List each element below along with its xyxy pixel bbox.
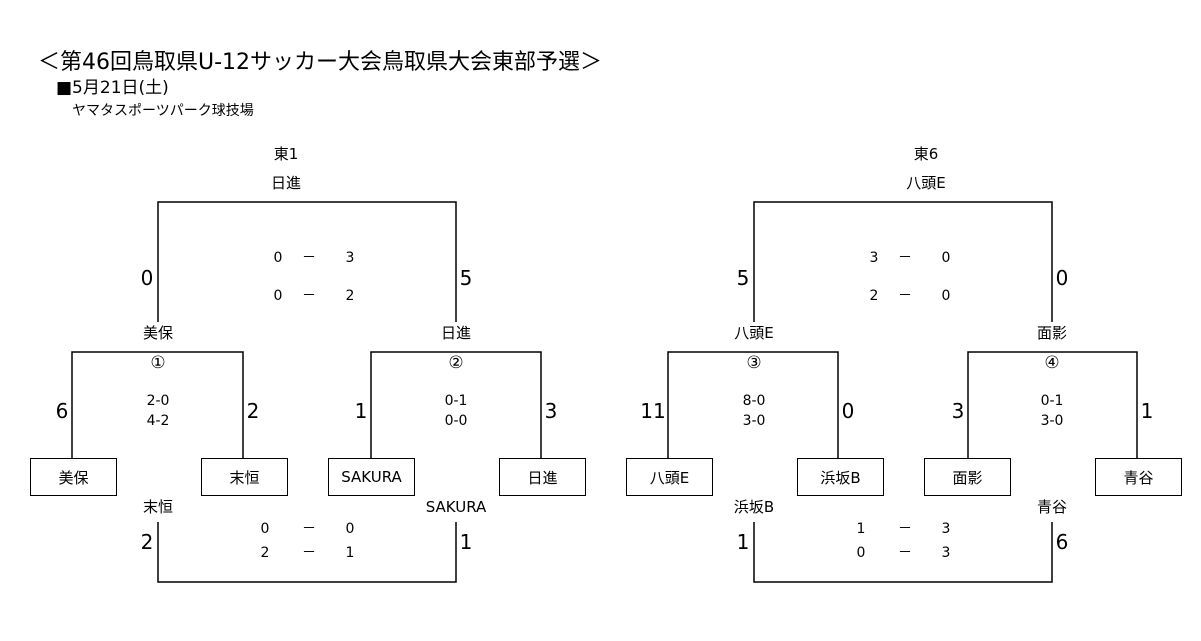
right-third-right-score: 6 [1055, 530, 1069, 554]
event-date: ■5月21日(土) [56, 78, 169, 98]
match1-mark: ① [150, 353, 166, 373]
match3-result-2: 3-0 [742, 413, 766, 429]
left-third-left-team: 末恒 [142, 498, 174, 516]
right-final-right-score: 0 [1055, 266, 1069, 290]
right-third-bracket-line [753, 522, 1053, 583]
match2-left-score: 1 [354, 399, 368, 423]
left-final-bracket-line [157, 201, 457, 322]
right-final-s2-b: 0 [941, 288, 951, 304]
match4-bracket-line [967, 351, 1138, 458]
left-third-bracket-line [157, 522, 457, 583]
right-third-left-score: 1 [736, 530, 750, 554]
left-third-s2-b: 1 [345, 545, 355, 561]
left-final-left-score: 0 [140, 266, 154, 290]
left-final-s2-a: 0 [273, 288, 283, 304]
match4-left-score: 3 [951, 399, 965, 423]
match3-result-1: 8-0 [742, 393, 766, 409]
left-final-s1-a: 0 [273, 250, 283, 266]
right-final-left-score: 5 [736, 266, 750, 290]
right-final-s1-b: 0 [941, 250, 951, 266]
match3-left-score: 11 [640, 399, 666, 423]
match1-bracket-line [71, 351, 244, 458]
right-final-s2-a: 2 [869, 288, 879, 304]
match4-result-2: 3-0 [1040, 413, 1064, 429]
team-box: 美保 [30, 458, 117, 496]
right-final-s2-dash: － [898, 288, 912, 304]
left-final-s1-dash: － [302, 250, 316, 266]
left-third-s1-b: 0 [345, 521, 355, 537]
left-third-right-score: 1 [459, 530, 473, 554]
match1-left-score: 6 [55, 399, 69, 423]
right-third-s2-b: 3 [941, 545, 951, 561]
match2-mark: ② [448, 353, 464, 373]
left-semi-right-winner: 日進 [440, 324, 472, 342]
team-box: 八頭E [626, 458, 713, 496]
right-third-s1-dash: － [898, 521, 912, 537]
team-box: 末恒 [201, 458, 288, 496]
right-final-bracket-line [753, 201, 1053, 322]
left-third-left-score: 2 [140, 530, 154, 554]
left-seed-label: 東1 [273, 145, 299, 163]
right-semi-right-winner: 面影 [1036, 324, 1068, 342]
left-third-s1-dash: － [302, 521, 316, 537]
match1-result-2: 4-2 [146, 413, 170, 429]
left-final-s2-dash: － [302, 288, 316, 304]
page-title: ＜第46回鳥取県U-12サッカー大会鳥取県大会東部予選＞ [38, 50, 603, 75]
right-final-s1-dash: － [898, 250, 912, 266]
match2-result-2: 0-0 [444, 413, 468, 429]
match3-right-score: 0 [841, 399, 855, 423]
left-final-right-score: 5 [459, 266, 473, 290]
right-third-right-team: 青谷 [1036, 498, 1068, 516]
right-third-left-team: 浜坂B [733, 498, 775, 516]
event-venue: ヤマタスポーツパーク球技場 [72, 103, 254, 119]
left-semi-left-winner: 美保 [142, 324, 174, 342]
match1-right-score: 2 [246, 399, 260, 423]
match3-mark: ③ [746, 353, 762, 373]
match2-result-1: 0-1 [444, 393, 468, 409]
left-third-s1-a: 0 [260, 521, 270, 537]
right-winner-name: 八頭E [906, 174, 946, 192]
right-seed-label: 東6 [913, 145, 939, 163]
left-final-s2-b: 2 [345, 288, 355, 304]
right-third-s2-dash: － [898, 545, 912, 561]
right-third-s1-b: 3 [941, 521, 951, 537]
left-third-s2-a: 2 [260, 545, 270, 561]
match3-bracket-line [667, 351, 839, 458]
left-third-right-team: SAKURA [425, 498, 487, 516]
right-third-s2-a: 0 [856, 545, 866, 561]
match4-result-1: 0-1 [1040, 393, 1064, 409]
match2-bracket-line [370, 351, 542, 458]
team-box: 浜坂B [797, 458, 884, 496]
match2-right-score: 3 [544, 399, 558, 423]
left-final-s1-b: 3 [345, 250, 355, 266]
team-box: 日進 [499, 458, 586, 496]
team-box: 青谷 [1095, 458, 1182, 496]
match1-result-1: 2-0 [146, 393, 170, 409]
match4-mark: ④ [1044, 353, 1060, 373]
left-winner-name: 日進 [270, 174, 302, 192]
team-box: SAKURA [328, 458, 415, 496]
match4-right-score: 1 [1140, 399, 1154, 423]
left-third-s2-dash: － [302, 545, 316, 561]
right-semi-left-winner: 八頭E [734, 324, 774, 342]
right-third-s1-a: 1 [856, 521, 866, 537]
team-box: 面影 [924, 458, 1011, 496]
right-final-s1-a: 3 [869, 250, 879, 266]
